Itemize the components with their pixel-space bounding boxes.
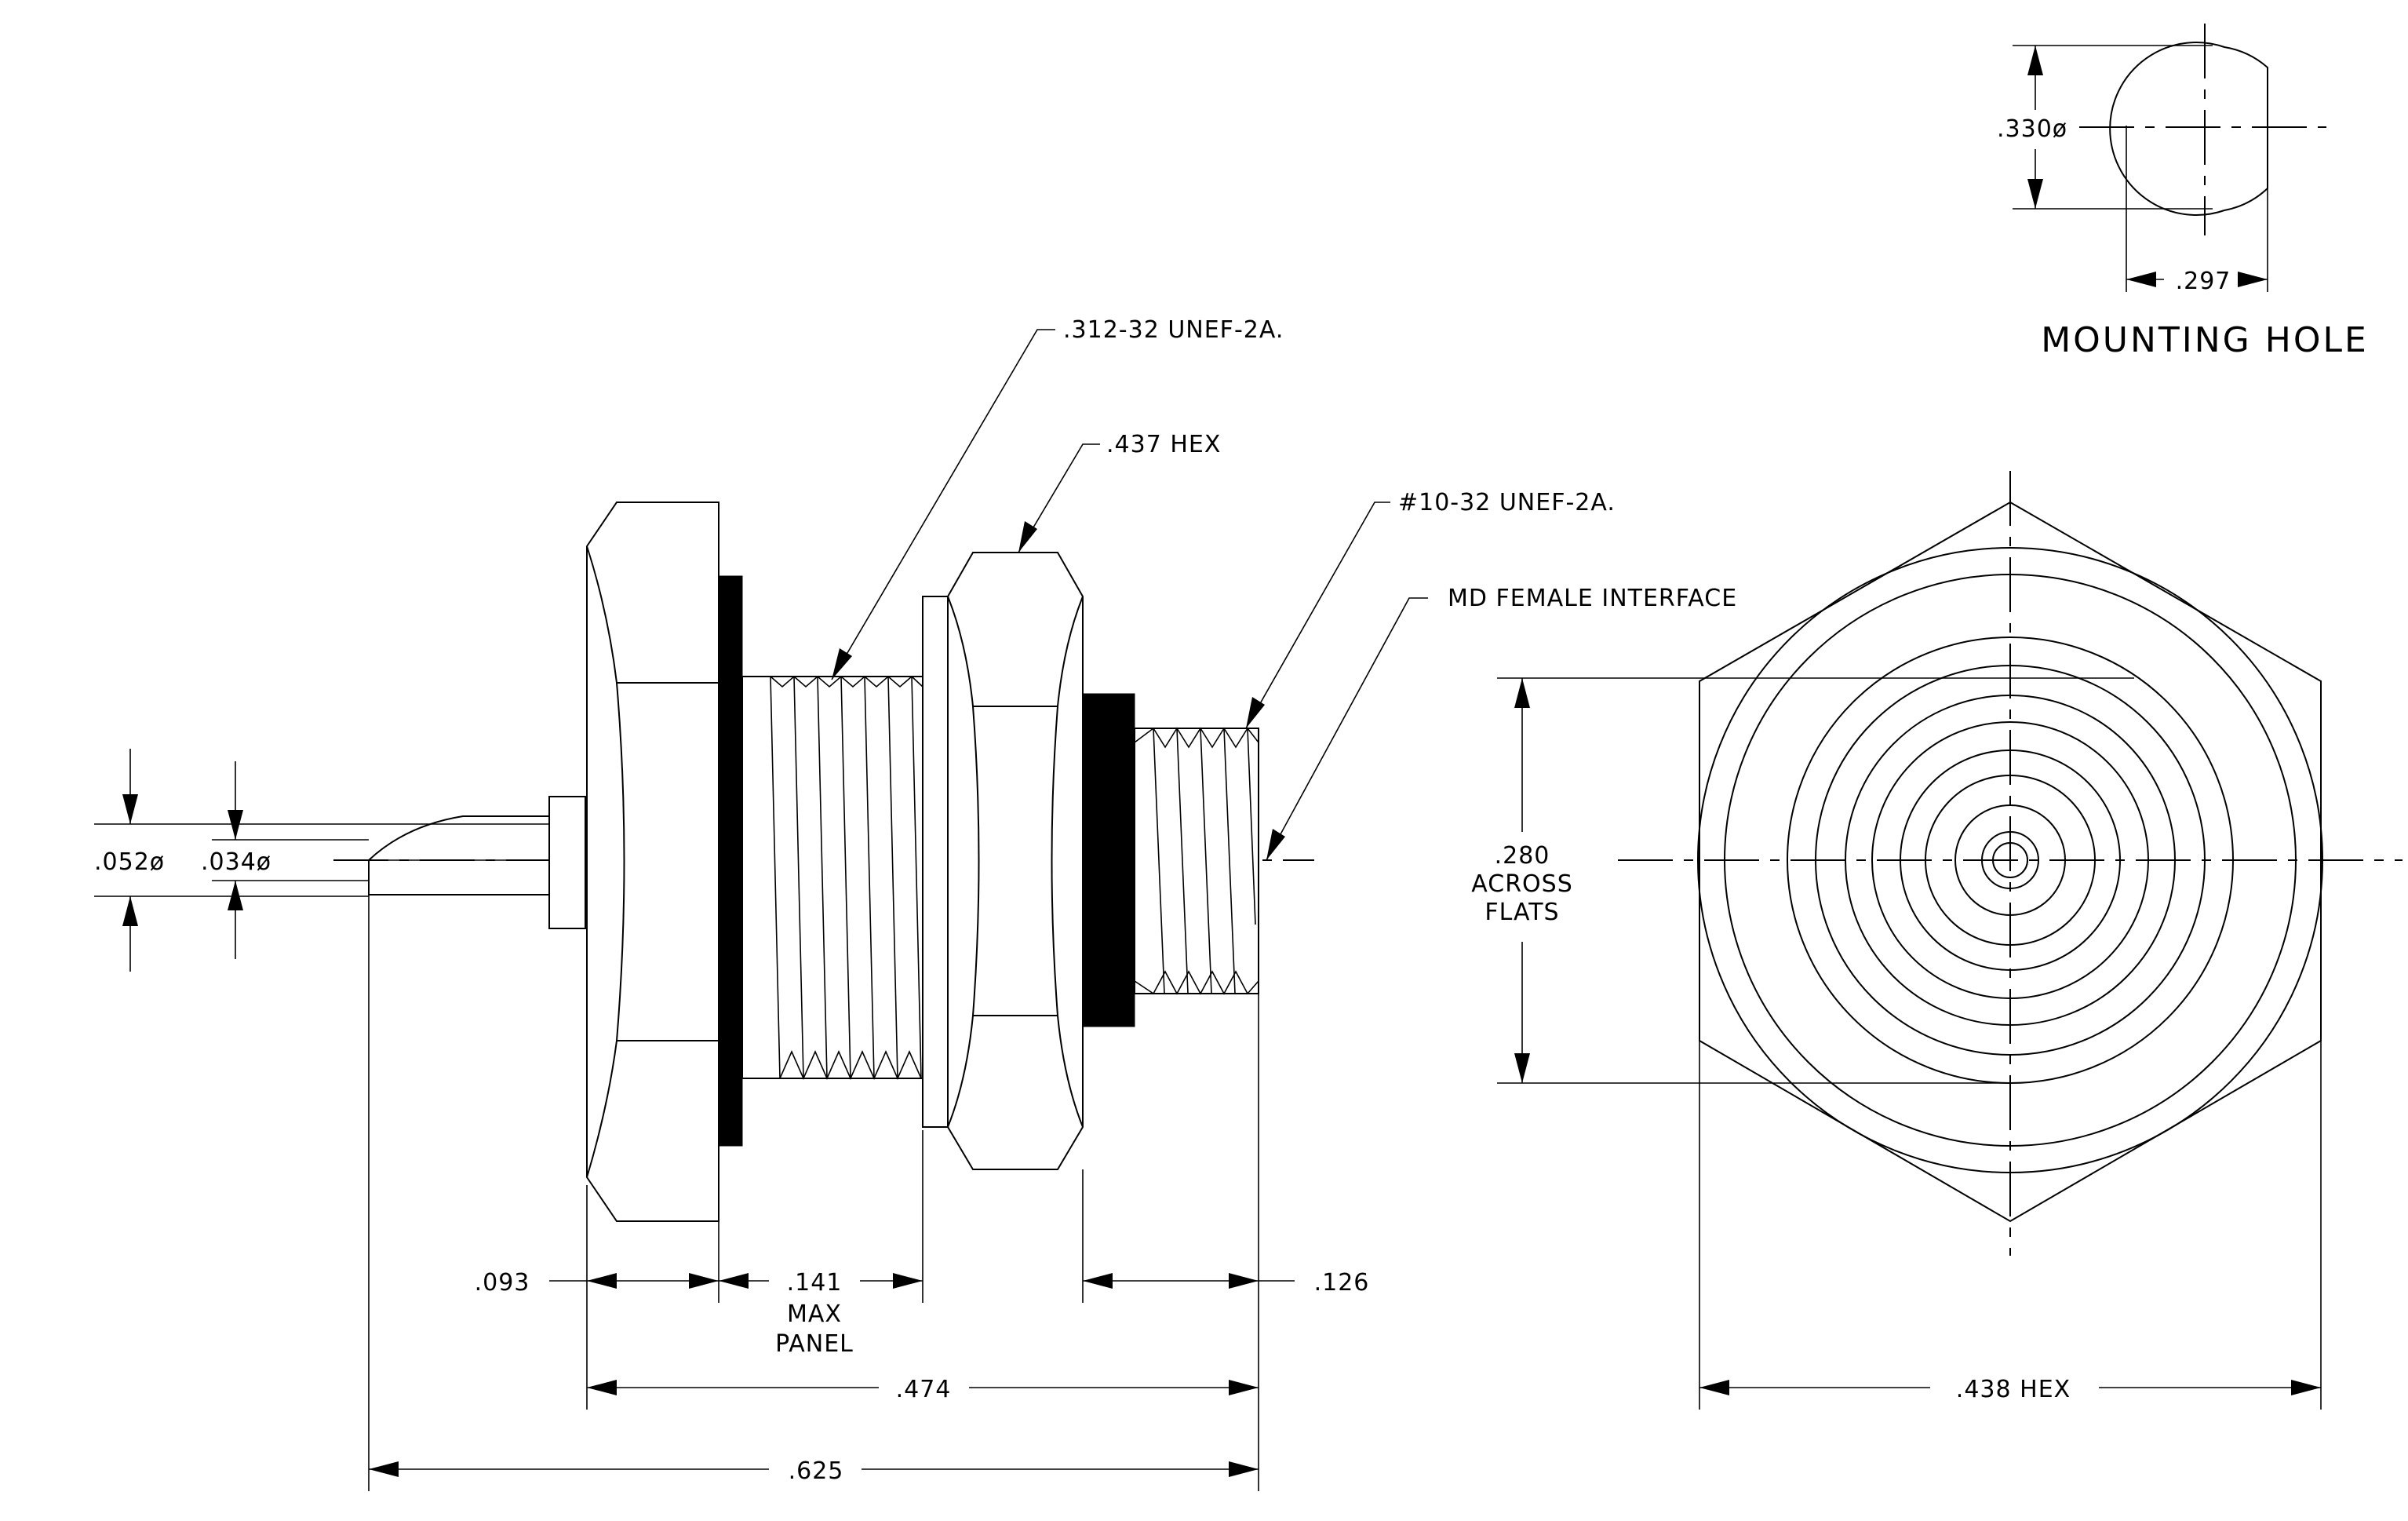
arrowhead <box>587 1273 617 1289</box>
hex-nut-curve-right <box>1051 596 1084 1128</box>
arrowhead <box>1229 1380 1259 1395</box>
mounting-hole-outline <box>2109 42 2268 216</box>
main-thread-crest-top <box>770 675 923 688</box>
dim-474-label: .474 <box>896 1376 952 1403</box>
mounting-dia-label: .330ø <box>1997 115 2067 143</box>
arrowhead <box>1229 1273 1259 1289</box>
main-thread-lines <box>770 676 922 1079</box>
pin-inner-dia-label: .034ø <box>201 848 271 876</box>
arrowhead <box>1246 697 1265 728</box>
pin-collar <box>548 796 586 929</box>
front-view: .280 ACROSS FLATS .438 HEX <box>1471 471 2403 1410</box>
arrowhead <box>587 1380 617 1395</box>
arrowhead <box>1229 1461 1259 1477</box>
mounting-hole-title: MOUNTING HOLE <box>2041 320 2369 360</box>
arrowhead <box>893 1273 923 1289</box>
small-thread-lines <box>1153 728 1256 994</box>
leader-thread-small <box>1245 502 1390 729</box>
arrowhead <box>719 1273 749 1289</box>
arrowhead <box>2238 272 2268 287</box>
arrowhead <box>1699 1380 1729 1395</box>
mounting-flat-label: .297 <box>2176 268 2231 295</box>
hex-nut-label: .437 HEX <box>1106 431 1221 458</box>
arrowhead <box>1018 521 1037 553</box>
arrowhead <box>1514 1053 1530 1083</box>
arrowhead <box>689 1273 719 1289</box>
panel-gasket <box>718 575 743 1147</box>
arrowhead <box>832 648 852 680</box>
thread-main-label: .312-32 UNEF-2A. <box>1063 316 1284 344</box>
dim-panel-label: PANEL <box>775 1330 854 1358</box>
side-view: .052ø .034ø .312-32 UNEF-2A. .437 HEX #1… <box>94 316 1737 1491</box>
dim-126-label: .126 <box>1314 1269 1370 1297</box>
arrowhead <box>122 794 138 824</box>
dim-141-label: .141 <box>787 1269 843 1297</box>
dim-093-label: .093 <box>475 1269 530 1297</box>
dim-max-label: MAX <box>787 1300 842 1328</box>
small-thread <box>1134 728 1259 994</box>
main-thread-crest-bottom <box>779 1050 922 1080</box>
arrowhead <box>2027 179 2043 209</box>
pin-outer-dia-label: .052ø <box>94 848 165 876</box>
hex-nut <box>947 552 1084 1170</box>
arrowhead <box>2027 46 2043 75</box>
flats-flats-label: FLATS <box>1485 899 1559 926</box>
pin <box>368 815 550 895</box>
arrowhead <box>1266 829 1285 860</box>
front-hex-outline <box>1699 501 2322 1223</box>
arrowhead <box>1514 678 1530 708</box>
flats-value-label: .280 <box>1495 842 1550 870</box>
leader-interface <box>1266 597 1428 861</box>
arrowhead <box>369 1461 399 1477</box>
arrowhead <box>2126 272 2156 287</box>
body-hex <box>586 502 719 1222</box>
small-thread-crest-bottom <box>1134 970 1259 995</box>
mounting-hole-view: .330ø .297 MOUNTING HOLE <box>1997 24 2369 360</box>
interface-label: MD FEMALE INTERFACE <box>1448 585 1737 612</box>
arrowhead <box>2291 1380 2321 1395</box>
dim-625-label: .625 <box>789 1457 844 1485</box>
thread-small-label: #10-32 UNEF-2A. <box>1398 489 1616 516</box>
flats-across-label: ACROSS <box>1471 870 1573 898</box>
lock-washer <box>1082 693 1135 1027</box>
washer <box>922 596 949 1128</box>
arrowhead <box>228 881 243 910</box>
arrowhead <box>1083 1273 1113 1289</box>
hex-nut-curve-left <box>947 596 980 1128</box>
arrowhead <box>228 810 243 840</box>
arrowhead <box>122 896 138 926</box>
hex-width-label: .438 HEX <box>1956 1376 2071 1403</box>
leader-hex-nut <box>1018 443 1100 553</box>
small-thread-crest-top <box>1134 727 1259 749</box>
body-hex-curve <box>586 545 625 1178</box>
leader-thread-main <box>831 329 1055 680</box>
